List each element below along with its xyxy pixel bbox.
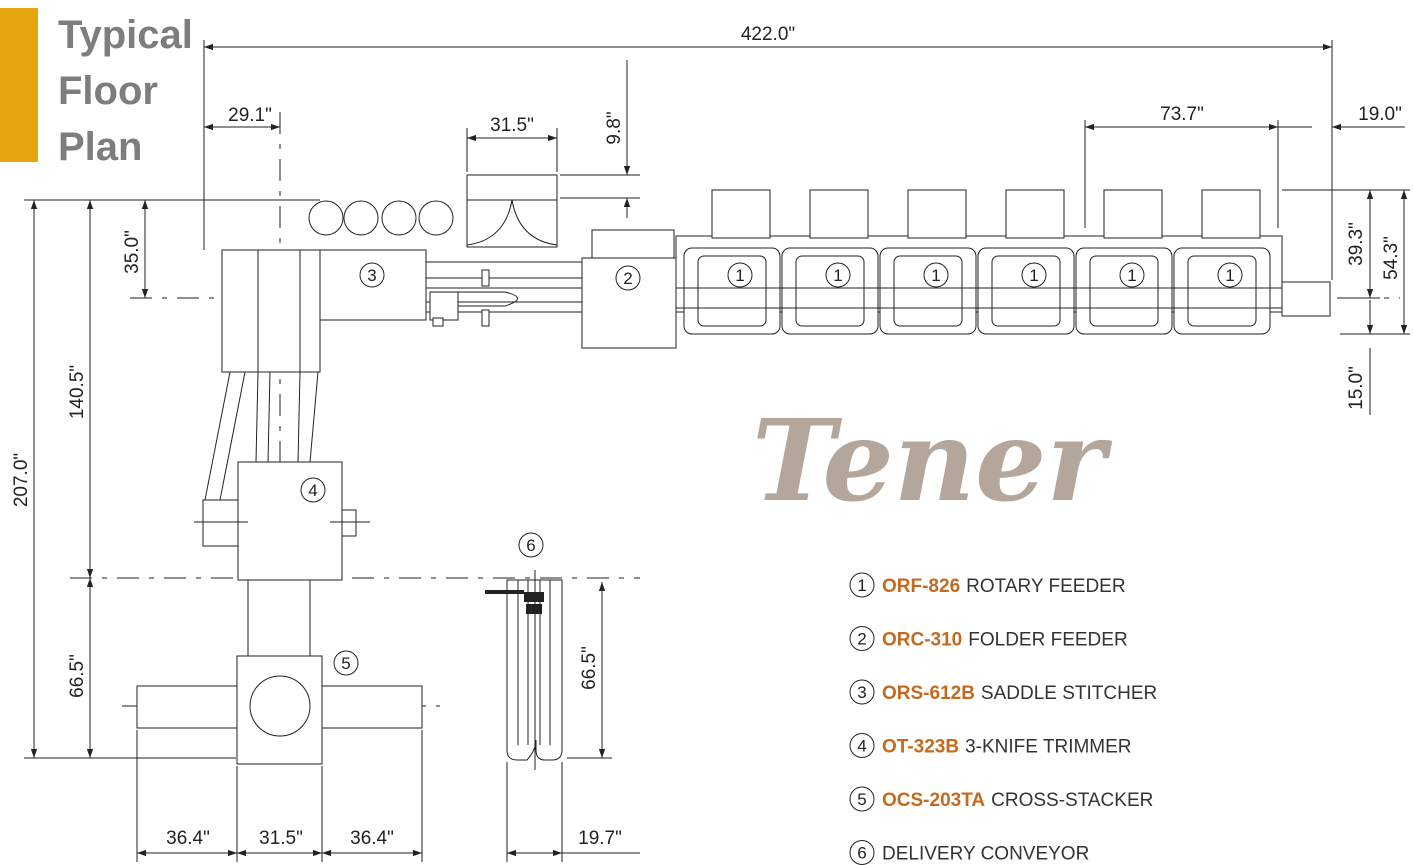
legend-number-circle (849, 572, 875, 598)
end-unit (1281, 281, 1331, 317)
rotary-feeder-unit: 1 (879, 189, 977, 335)
svg-text:4: 4 (308, 481, 317, 500)
svg-text:36.4": 36.4" (350, 828, 394, 849)
dim-bottom-widths: 36.4" 31.5" 36.4" (136, 730, 423, 862)
legend-item: 2 ORC-310 FOLDER FEEDER (849, 626, 1128, 651)
legend-model-code: ORC-310 (882, 630, 962, 651)
cross-stacker (136, 579, 423, 765)
rotary-feeder-unit: 1 (1173, 189, 1271, 335)
dim-overall-length: 422.0" (203, 24, 1333, 280)
dim-left-heights: 207.0" 140.5" 35.0" 66.5" (11, 199, 320, 759)
dim-conveyor-width: 19.7" (506, 762, 640, 862)
folder-feeder (581, 229, 677, 349)
legend-item: 4 OT-323B 3-KNIFE TRIMMER (849, 733, 1132, 758)
legend-item: 5 OCS-203TA CROSS-STACKER (849, 786, 1153, 812)
svg-text:35.0": 35.0" (122, 230, 143, 274)
legend-number-circle (849, 626, 875, 651)
svg-text:9.8": 9.8" (604, 111, 625, 144)
svg-text:207.0": 207.0" (11, 453, 32, 507)
marker-stacker: 5 (333, 650, 359, 676)
dim-stitcher-offset: 29.1" (204, 105, 280, 131)
rotary-feeder-unit: 1 (683, 189, 781, 335)
legend-number-circle (849, 733, 875, 758)
legend-item: 1 ORF-826 ROTARY FEEDER (849, 572, 1126, 598)
marker-feeder: 1 (833, 266, 842, 285)
legend-description: SADDLE STITCHER (981, 683, 1157, 704)
marker-trimmer: 4 (300, 477, 326, 503)
title-line-1: Typical (58, 13, 193, 57)
svg-text:36.4": 36.4" (166, 828, 210, 849)
saddle-stitcher (204, 249, 585, 501)
legend-description: 3-KNIFE TRIMMER (965, 737, 1131, 758)
title-accent-bar (0, 8, 38, 162)
rotary-feeder-unit: 1 (1075, 189, 1173, 335)
title-line-2: Floor (58, 69, 158, 113)
rotary-feeder-unit: 1 (781, 189, 879, 335)
legend-model-code: OCS-203TA (882, 790, 985, 811)
legend-item: 6 DELIVERY CONVEYOR (849, 840, 1089, 865)
legend-number-circle (849, 679, 875, 705)
marker-feeder: 1 (1029, 266, 1038, 285)
legend-number: 4 (857, 737, 866, 756)
legend-number: 2 (857, 630, 866, 649)
dim-right-heights: 39.3" 54.3" 15.0" (1282, 189, 1410, 415)
marker-folder: 2 (615, 265, 641, 291)
svg-text:66.5": 66.5" (579, 646, 600, 690)
svg-text:2: 2 (623, 269, 632, 288)
brand-logo: Tener (752, 396, 1112, 527)
svg-text:3: 3 (367, 266, 376, 285)
legend-number: 5 (857, 790, 866, 809)
legend-model-code: ORF-826 (882, 576, 960, 597)
svg-text:19.0": 19.0" (1358, 104, 1402, 125)
legend-number: 1 (857, 576, 866, 595)
svg-text:31.5": 31.5" (490, 115, 534, 136)
legend: 1 ORF-826 ROTARY FEEDER 2 ORC-310 FOLDER FEED… (849, 572, 1157, 865)
svg-text:54.3": 54.3" (1381, 236, 1402, 280)
legend-model-code: ORS-612B (882, 683, 975, 704)
svg-text:39.3": 39.3" (1346, 222, 1367, 266)
trimmer (194, 461, 370, 581)
svg-text:140.5": 140.5" (67, 365, 88, 419)
legend-description: CROSS-STACKER (991, 790, 1153, 811)
dim-feeder-pitch: 73.7" (1084, 104, 1279, 228)
legend-number: 3 (857, 683, 866, 702)
svg-text:29.1": 29.1" (228, 105, 272, 126)
legend-item: 3 ORS-612B SADDLE STITCHER (849, 679, 1157, 705)
svg-text:73.7": 73.7" (1160, 104, 1204, 125)
rotary-feeders: 1 1 1 1 1 1 (675, 189, 1283, 335)
marker-conveyor: 6 (518, 532, 544, 558)
svg-text:31.5": 31.5" (259, 828, 303, 849)
legend-description: ROTARY FEEDER (966, 576, 1125, 597)
marker-feeder: 1 (1225, 266, 1234, 285)
svg-text:422.0": 422.0" (741, 24, 795, 45)
svg-text:66.5": 66.5" (67, 654, 88, 698)
dim-end-offset: 19.0" (1278, 104, 1405, 131)
marker-feeder: 1 (931, 266, 940, 285)
legend-description: FOLDER FEEDER (968, 630, 1127, 651)
svg-text:6: 6 (526, 536, 535, 555)
dim-folder-gap: 9.8" (560, 60, 640, 218)
delivery-conveyor (485, 570, 563, 770)
legend-number: 6 (857, 844, 866, 863)
marker-stitcher: 3 (359, 262, 385, 288)
rotary-feeder-unit: 1 (977, 189, 1075, 335)
legend-description: DELIVERY CONVEYOR (882, 844, 1089, 865)
legend-model-code: OT-323B (882, 737, 959, 758)
legend-number-circle (849, 786, 875, 812)
marker-feeder: 1 (735, 266, 744, 285)
marker-feeder: 1 (1127, 266, 1136, 285)
svg-text:5: 5 (341, 654, 350, 673)
svg-text:19.7": 19.7" (578, 828, 622, 849)
dim-folder-width: 31.5" (466, 115, 558, 172)
svg-text:15.0": 15.0" (1346, 366, 1367, 410)
hopper-circles (308, 200, 454, 236)
dim-conveyor-height: 66.5" (567, 582, 612, 759)
folder-hood (466, 174, 558, 248)
title-line-3: Plan (58, 125, 142, 169)
